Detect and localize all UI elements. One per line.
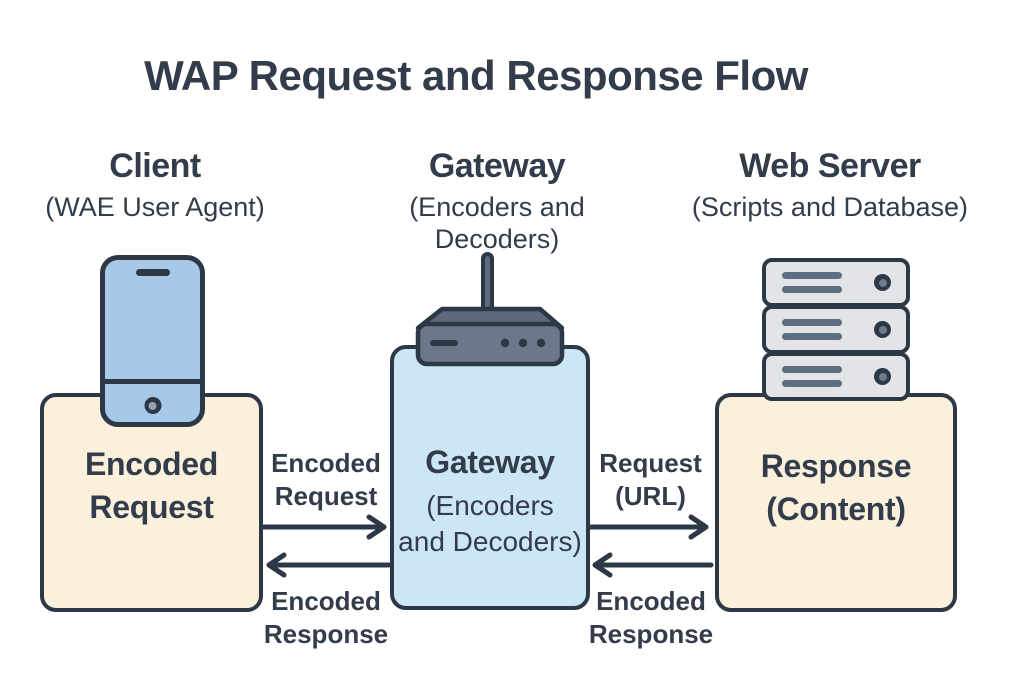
web-server-box-label: Response (Content) xyxy=(761,445,912,531)
web-server-box: Response (Content) xyxy=(715,393,957,612)
flow-label-line: Encoded xyxy=(271,586,381,616)
column-header-client: Client (WAE User Agent) xyxy=(5,146,305,223)
server-slot-bar xyxy=(782,272,842,279)
server-led xyxy=(874,321,891,338)
server-led xyxy=(874,274,891,291)
gateway-box-subtitle-line: (Encoders xyxy=(426,490,554,521)
flow-label-line: Response xyxy=(588,619,714,649)
server-slot-bar xyxy=(782,319,842,326)
server-led xyxy=(874,368,891,385)
flow-label-line: Response xyxy=(263,619,389,649)
web-server-subheading: (Scripts and Database) xyxy=(691,192,969,222)
arrow-right-icon xyxy=(261,514,387,540)
flow-label-encoded-request: Encoded Request xyxy=(253,447,399,513)
client-box-label-line: Encoded xyxy=(84,445,219,482)
server-slot-bar xyxy=(782,286,842,293)
column-header-web-server: Web Server (Scripts and Database) xyxy=(680,146,980,223)
flow-label-line: (URL) xyxy=(615,481,686,511)
client-heading: Client xyxy=(109,147,201,185)
wireless-router-icon xyxy=(415,252,565,367)
gateway-heading: Gateway xyxy=(428,147,566,185)
flow-label-encoded-response-right: Encoded Response xyxy=(571,585,731,651)
web-server-heading: Web Server xyxy=(739,147,921,185)
column-header-gateway: Gateway (Encoders and Decoders) xyxy=(347,146,647,255)
server-slot-bar xyxy=(782,333,842,340)
server-stack-icon xyxy=(762,258,910,401)
arrow-left-icon xyxy=(592,552,714,578)
flow-label-line: Encoded xyxy=(596,586,706,616)
flow-label-encoded-response-left: Encoded Response xyxy=(241,585,411,651)
server-unit xyxy=(762,258,910,307)
gateway-subheading: (Encoders and Decoders) xyxy=(409,192,585,254)
flow-label-line: Request xyxy=(599,448,702,478)
server-unit xyxy=(762,305,910,354)
smartphone-icon xyxy=(100,255,205,427)
phone-speaker xyxy=(135,269,170,276)
gateway-box-subtitle-line: and Decoders) xyxy=(398,526,582,557)
flow-label-request-url: Request (URL) xyxy=(579,447,722,513)
server-slot-bar xyxy=(782,380,842,387)
web-server-box-label-line: Response xyxy=(760,447,912,484)
diagram-title: WAP Request and Response Flow xyxy=(144,52,808,99)
gateway-box: Gateway (Encoders and Decoders) xyxy=(390,345,590,610)
phone-home-button xyxy=(144,397,161,414)
client-subheading: (WAE User Agent) xyxy=(45,192,265,222)
arrow-left-icon xyxy=(266,552,392,578)
arrow-right-icon xyxy=(587,514,709,540)
client-box-label-line: Request xyxy=(89,488,214,525)
flow-label-line: Request xyxy=(274,481,378,511)
client-box-label: Encoded Request xyxy=(85,443,218,529)
gateway-box-subtitle: (Encoders and Decoders) xyxy=(398,488,582,560)
phone-screen-divider xyxy=(100,379,205,384)
client-box: Encoded Request xyxy=(40,393,263,612)
flow-label-line: Encoded xyxy=(271,448,381,478)
server-slot-bar xyxy=(782,366,842,373)
server-unit xyxy=(762,352,910,401)
web-server-box-label-line: (Content) xyxy=(766,490,906,527)
gateway-box-title: Gateway xyxy=(425,444,555,480)
